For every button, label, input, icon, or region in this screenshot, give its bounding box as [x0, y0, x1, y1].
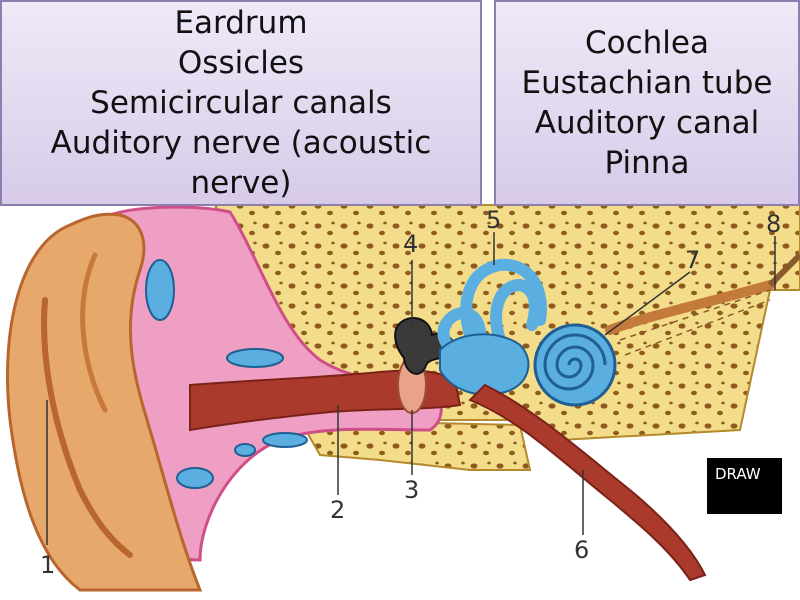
left-box-line: Auditory nerve (acoustic [50, 125, 432, 161]
tissue-spot [226, 348, 284, 368]
label-2: 2 [330, 496, 345, 524]
left-label-box: Eardrum Ossicles Semicircular canals Aud… [0, 0, 482, 206]
ossicles [394, 316, 455, 375]
label-1: 1 [40, 551, 55, 579]
nerve-dashes [619, 289, 771, 356]
left-box-line: Eardrum [174, 5, 308, 41]
label-5: 5 [486, 206, 501, 234]
label-6: 6 [574, 536, 589, 564]
right-box-line: Pinna [604, 145, 690, 181]
tissue-spot [262, 432, 308, 448]
cochlea [533, 323, 617, 407]
draw-box: DRAW [707, 458, 782, 514]
left-box-line: nerve) [190, 165, 292, 201]
tissue-spot [145, 259, 175, 321]
label-7: 7 [685, 246, 700, 274]
right-box-line: Eustachian tube [521, 65, 773, 101]
left-box-line: Ossicles [177, 45, 305, 81]
label-8: 8 [766, 210, 781, 238]
eustachian-tube [468, 383, 707, 582]
right-box-line: Auditory canal [534, 105, 760, 141]
left-box-line: Semicircular canals [90, 85, 392, 121]
auditory-nerve [605, 280, 775, 335]
leader-line-7 [604, 271, 691, 336]
label-3: 3 [404, 476, 419, 504]
right-label-box: Cochlea Eustachian tube Auditory canal P… [494, 0, 800, 206]
pinna-inner-fold [80, 252, 108, 413]
cochlea-spiral [543, 333, 607, 391]
pinna-fold [41, 297, 133, 558]
tissue-spot [234, 443, 256, 457]
label-4: 4 [403, 230, 418, 258]
vestibule [439, 333, 530, 396]
auditory-canal [189, 369, 462, 432]
tissue-spot [176, 467, 214, 489]
right-box-line: Cochlea [585, 25, 709, 61]
